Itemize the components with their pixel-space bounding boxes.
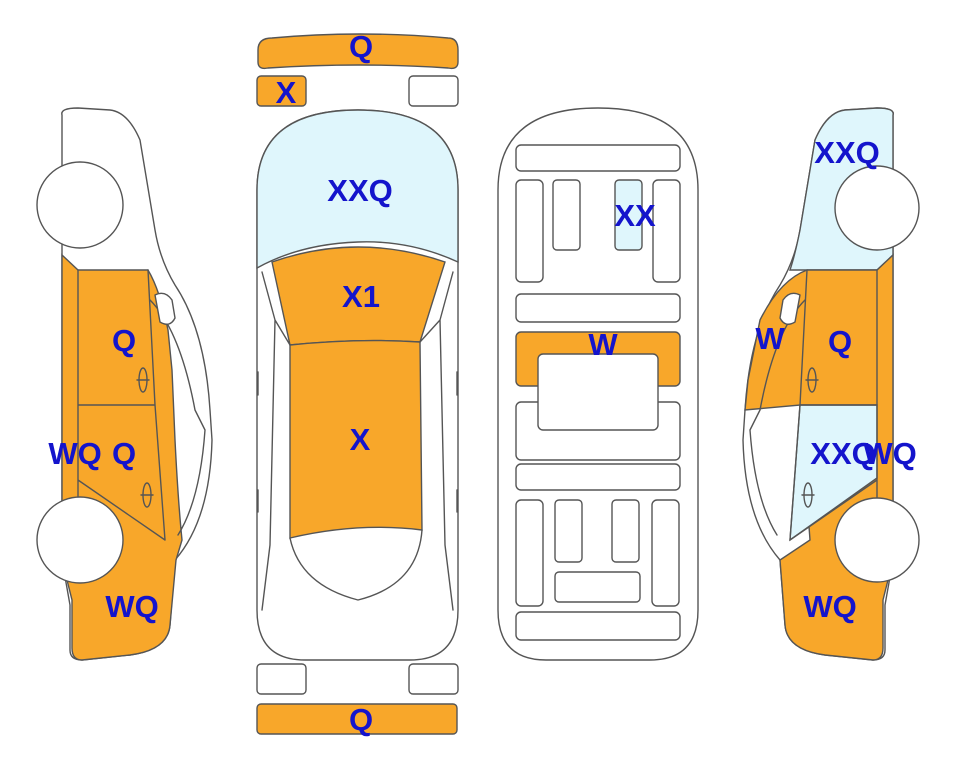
front-left-fog-light (256, 75, 307, 107)
left-door-handles (136, 367, 154, 508)
front-bumper (257, 33, 459, 70)
top-view (256, 33, 459, 735)
hood (256, 109, 459, 270)
top-side-lines (261, 271, 454, 611)
label-front-bumper: Q (349, 29, 373, 64)
label-left-fender: WQ (48, 436, 101, 471)
left-side-view (36, 107, 213, 661)
label-left-rear-door: Q (112, 436, 136, 471)
right-rear-wheel (834, 497, 920, 583)
label-hood: XXQ (327, 173, 392, 208)
rear-bumper (256, 703, 458, 735)
interior-view (497, 107, 699, 661)
interior-center-box (537, 353, 659, 431)
left-door-seams (77, 269, 166, 541)
right-mirror (779, 292, 801, 325)
right-front-wheel (834, 165, 920, 251)
front-right-fog-light (408, 75, 459, 107)
label-interior-console: W (588, 327, 618, 362)
rear-left-light (256, 663, 307, 695)
label-right-front-fender: XXQ (814, 135, 879, 170)
rear-right-light (408, 663, 459, 695)
left-mirror (154, 292, 176, 325)
label-left-quarter: WQ (105, 589, 158, 624)
label-roof: X (350, 422, 371, 457)
right-side-view (742, 107, 920, 661)
label-interior-panel: XX (614, 198, 656, 233)
left-rear-wheel (36, 496, 124, 584)
label-right-front-door: Q (828, 324, 852, 359)
damage-labels: Q X XXQ X1 X Q XX W Q WQ Q WQ XXQ W Q XX… (48, 29, 916, 737)
right-door-handles (801, 367, 819, 508)
interior-damaged-panel (614, 179, 643, 251)
top-mirrors (257, 371, 458, 513)
label-front-left-fog: X (276, 75, 297, 110)
label-right-quarter: WQ (803, 589, 856, 624)
label-windshield: X1 (342, 279, 380, 314)
label-left-front-door: Q (112, 323, 136, 358)
left-front-wheel (36, 161, 124, 249)
label-right-rear-edge: WQ (863, 436, 916, 471)
right-door-seams (789, 269, 878, 541)
label-right-rear-door: XXQ (810, 436, 875, 471)
label-right-mirror: W (755, 321, 785, 356)
label-rear-bumper: Q (349, 702, 373, 737)
